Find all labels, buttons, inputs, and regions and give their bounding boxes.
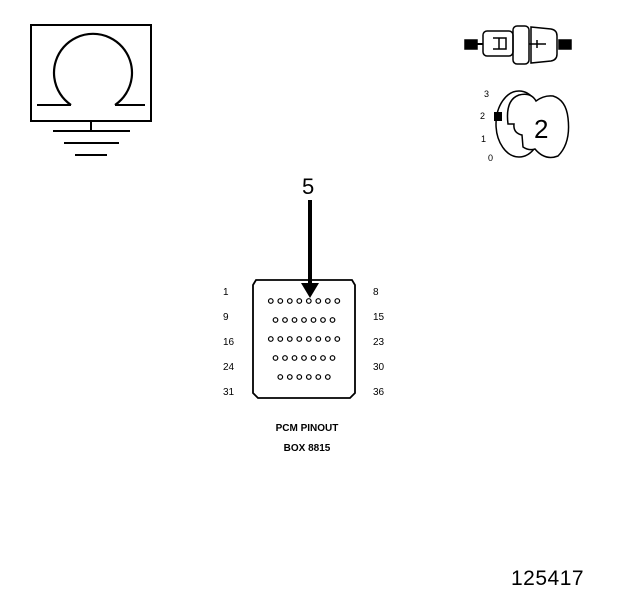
pin-label-left-24: 24 [223, 362, 235, 373]
pin-hole [277, 298, 284, 304]
pin-label-right-15: 15 [373, 312, 385, 323]
pin-hole [296, 298, 303, 304]
pin-hole [315, 374, 322, 380]
pin-hole [286, 336, 293, 342]
pin-callout-number: 5 [302, 174, 315, 199]
pin-hole [324, 298, 331, 304]
pinout-subtitle: BOX 8815 [283, 443, 331, 454]
pin-hole [305, 298, 312, 304]
pin-hole [272, 317, 279, 323]
test-probe-connector-icon [464, 25, 572, 65]
ohm-ground-icon [30, 24, 152, 156]
pin-hole [282, 317, 288, 323]
pin-hole [267, 336, 274, 342]
pin-hole [334, 336, 341, 342]
key-callout-number: 2 [534, 114, 549, 144]
pin-hole [291, 317, 298, 323]
pin-hole [310, 355, 317, 361]
pin-label-right-36: 36 [373, 387, 385, 398]
pin-hole [320, 355, 326, 361]
pin-hole [286, 374, 293, 380]
pin-hole [329, 317, 336, 323]
ignition-key-icon [494, 90, 570, 159]
pin-label-left-16: 16 [223, 337, 235, 348]
pin-hole [320, 317, 326, 323]
pin-hole [315, 336, 322, 342]
pin-hole [296, 336, 303, 342]
pin-hole [272, 355, 279, 361]
pin-hole [296, 374, 303, 380]
pcm-connector-body [252, 279, 356, 399]
pin-label-left-1: 1 [223, 287, 229, 298]
pin-hole [267, 298, 274, 304]
pin-hole [310, 317, 317, 323]
pin-hole [324, 336, 331, 342]
pin-hole [329, 355, 336, 361]
pin-label-right-23: 23 [373, 337, 385, 348]
figure-id: 125417 [511, 567, 585, 590]
pin-hole [305, 374, 312, 380]
pinout-title: PCM PINOUT [275, 423, 339, 434]
pin-label-right-8: 8 [373, 287, 379, 298]
key-position-3: 3 [484, 89, 490, 99]
pin-hole [324, 374, 331, 380]
pin-hole [286, 298, 293, 304]
pin-hole [291, 355, 298, 361]
pin-hole [301, 317, 307, 323]
pin-hole [334, 298, 341, 304]
pin-callout-arrow [301, 200, 319, 298]
key-position-0: 0 [488, 153, 494, 163]
pin-hole [305, 336, 312, 342]
pin-hole [301, 355, 307, 361]
pin-grid [267, 298, 341, 380]
pin-label-right-30: 30 [373, 362, 385, 373]
pin-label-left-9: 9 [223, 312, 229, 323]
pin-hole [315, 298, 322, 304]
pin-hole [277, 336, 284, 342]
pin-label-left-31: 31 [223, 387, 235, 398]
pin-hole [277, 374, 284, 380]
pin-hole [282, 355, 288, 361]
key-position-2: 2 [480, 111, 486, 121]
key-position-1: 1 [481, 134, 487, 144]
